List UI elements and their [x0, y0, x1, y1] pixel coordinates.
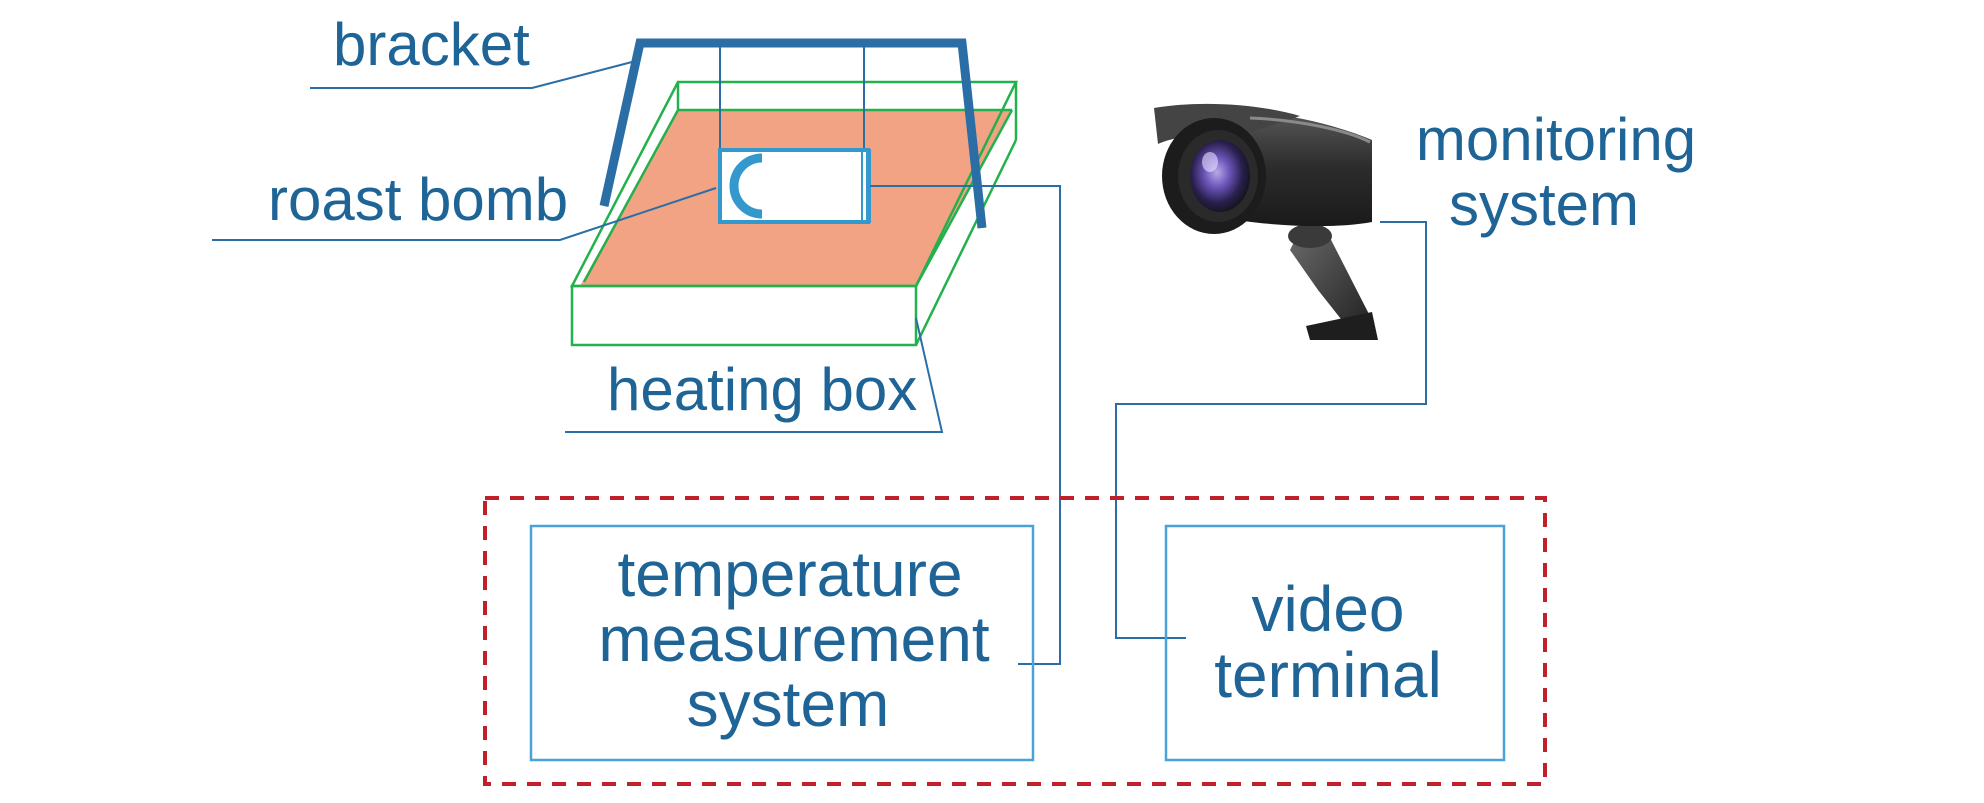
- video-terminal-label-line2: terminal: [1214, 639, 1442, 711]
- bracket-leader: [310, 61, 633, 89]
- camera-to-video-line: [1115, 221, 1427, 639]
- monitoring-system-label-line2: system: [1449, 171, 1639, 238]
- roast-bomb-label: roast bomb: [268, 166, 568, 233]
- heating-box-label: heating box: [607, 356, 917, 423]
- label-leaders: [212, 61, 944, 433]
- temperature-label-line2: measurement: [598, 603, 990, 675]
- video-terminal-label-line1: video: [1252, 573, 1405, 645]
- security-camera-icon: [1154, 103, 1378, 340]
- temperature-measurement-system-box: temperature measurement system: [529, 524, 1035, 762]
- video-terminal-box: video terminal: [1164, 524, 1506, 762]
- bomb-to-temperature-line: [870, 185, 1061, 665]
- connector-lines: [870, 185, 1427, 665]
- heating-box-leader: [565, 317, 944, 433]
- temperature-label-line3: system: [687, 668, 890, 740]
- bracket-label: bracket: [333, 11, 530, 78]
- temperature-label-line1: temperature: [617, 538, 962, 610]
- monitoring-system-label-line1: monitoring: [1416, 106, 1696, 173]
- roast-bomb-leader: [212, 187, 717, 241]
- roast-bomb: [718, 148, 871, 224]
- computer-group-boundary: [483, 496, 1547, 786]
- bracket: [599, 38, 987, 229]
